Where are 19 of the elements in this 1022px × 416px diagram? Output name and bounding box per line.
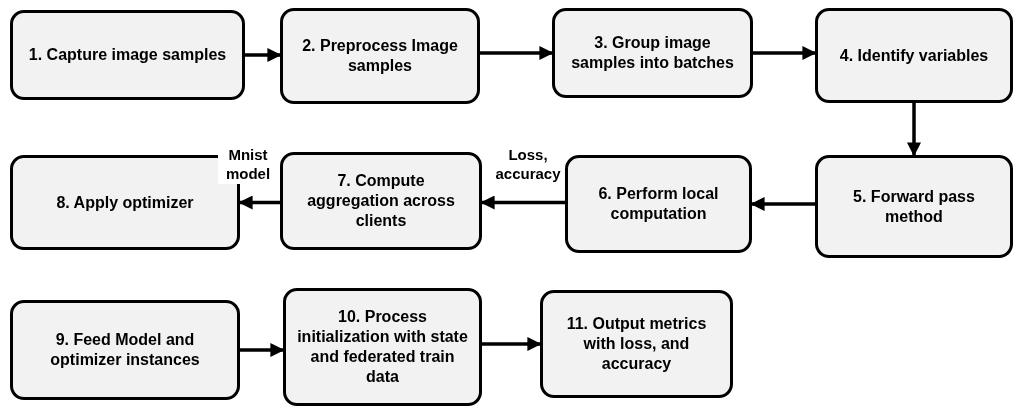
process-box: 4. Identify variables <box>815 8 1013 103</box>
arrow <box>482 337 542 351</box>
arrow <box>750 197 815 211</box>
arrow <box>480 46 554 60</box>
arrow <box>245 48 282 62</box>
process-box: 7. Compute aggregation across clients <box>280 152 482 250</box>
arrow <box>238 195 280 210</box>
arrow <box>240 343 285 357</box>
process-box: 11. Output metrics with loss, and accuracy <box>540 290 733 398</box>
process-box: 2. Preprocess Image samples <box>280 8 480 104</box>
process-box: 6. Perform local computation <box>565 155 752 253</box>
process-box: 5. Forward pass method <box>815 155 1013 258</box>
process-box: 3. Group image samples into batches <box>552 8 753 98</box>
arrow <box>907 103 921 157</box>
process-box: 1. Capture image samples <box>10 10 245 100</box>
process-box: 9. Feed Model and optimizer instances <box>10 300 240 400</box>
process-box: 10. Process initialization with state and federated train data <box>283 288 482 406</box>
arrow <box>480 195 565 210</box>
arrow <box>753 46 817 60</box>
